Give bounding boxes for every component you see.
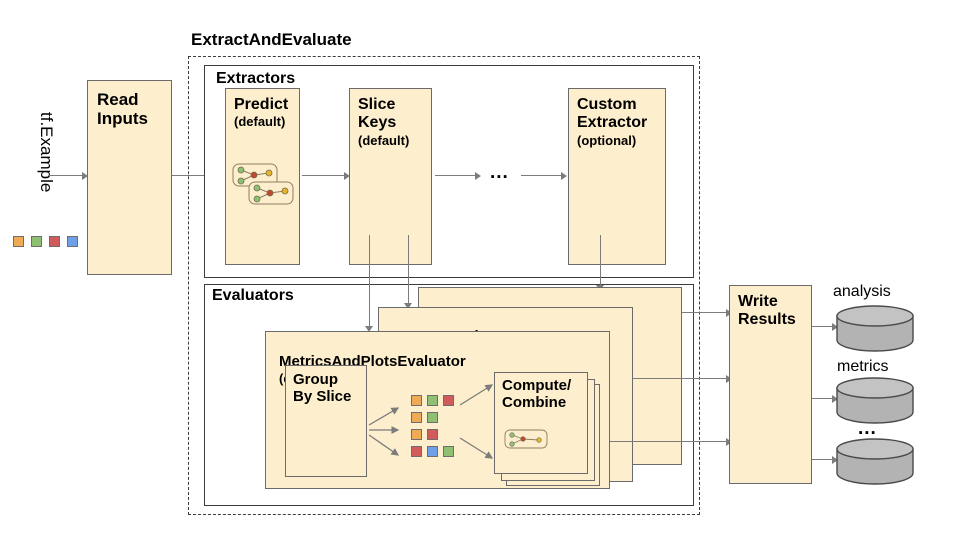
evaluator-metrics-box[interactable]: MetricsAndPlotsEvaluator (default) Group…: [265, 331, 610, 489]
slice-fanout-arrows: [367, 387, 407, 465]
connector-predict-to-slicekeys: [302, 175, 346, 177]
connector-metrics-to-write: [610, 441, 730, 443]
connector-ellipsis-to-custom-extractor: [521, 175, 563, 177]
output-metrics-label: metrics: [837, 358, 889, 375]
output-ellipsis-label: ...: [858, 418, 877, 439]
slice-cell: [411, 395, 422, 406]
input-square-orange: [13, 236, 24, 247]
connector-write-to-other: [812, 459, 836, 461]
arrowhead-slicekeys-down-metrics: [365, 326, 373, 332]
output-cylinder-metrics[interactable]: [835, 377, 915, 424]
connector-custom-to-write: [633, 378, 730, 380]
extractor-predict-box[interactable]: Predict (default): [225, 88, 300, 265]
connector-write-to-metrics: [812, 398, 836, 400]
arrowhead-ellipsis-to-custom-extractor: [561, 171, 567, 180]
arrowhead-write-to-metrics: [832, 394, 838, 403]
slice-cell: [427, 446, 438, 457]
slice-cell: [427, 395, 438, 406]
group-by-slice-label: Group By Slice: [293, 371, 352, 405]
connector-customextractor-down-analysis: [600, 235, 602, 287]
slice-cell: [427, 429, 438, 440]
extractor-custom-label: Custom Extractor: [577, 96, 648, 131]
arrowhead-slicekeys-down-custom: [404, 303, 412, 309]
slice-cell: [427, 412, 438, 423]
arrowhead-input-to-read: [82, 171, 88, 180]
connector-write-to-analysis: [812, 326, 836, 328]
extract-and-evaluate-title: ExtractAndEvaluate: [191, 30, 352, 49]
slice-cell: [411, 429, 422, 440]
slice-cell: [443, 446, 454, 457]
compute-combine-label: Compute/ Combine: [502, 377, 572, 411]
connector-input-to-read: [48, 175, 84, 177]
input-square-blue: [67, 236, 78, 247]
slice-to-compute-arrows: [458, 380, 502, 466]
group-by-slice-box[interactable]: Group By Slice: [285, 365, 367, 477]
connector-slicekeys-down-metrics: [369, 235, 371, 328]
extractor-predict-label: Predict: [234, 96, 289, 113]
output-cylinder-other[interactable]: [835, 438, 915, 485]
extractor-custom-qualifier: (optional): [577, 133, 637, 148]
output-analysis-label: analysis: [833, 283, 891, 300]
read-inputs-box[interactable]: Read Inputs: [87, 80, 172, 275]
extractor-slice-keys-box[interactable]: Slice Keys (default): [349, 88, 432, 265]
input-square-green: [31, 236, 42, 247]
extractor-slice-keys-qualifier: (default): [358, 133, 410, 148]
write-results-label: Write Results: [738, 293, 796, 328]
input-label: tf.Example: [37, 112, 56, 193]
extractor-custom-box[interactable]: Custom Extractor (optional): [568, 88, 666, 265]
extractor-slice-keys-label: Slice Keys: [358, 96, 397, 131]
write-results-box[interactable]: Write Results: [729, 285, 812, 484]
extractor-predict-qualifier: (default): [234, 114, 286, 129]
input-square-red: [49, 236, 60, 247]
extractors-label: Extractors: [216, 70, 296, 87]
model-graph-icon: [230, 161, 300, 213]
arrowhead-write-to-analysis: [832, 322, 838, 331]
slice-cell: [411, 446, 422, 457]
extract-and-evaluate-group: [188, 56, 700, 515]
connector-analysis-to-write: [682, 312, 730, 314]
connector-slicekeys-to-ellipsis: [435, 175, 477, 177]
connector-slicekeys-down-custom: [408, 235, 410, 305]
compute-graph-icon: [503, 427, 553, 451]
compute-combine-box[interactable]: Compute/ Combine: [494, 372, 588, 474]
arrowhead-predict-to-slicekeys: [344, 171, 350, 180]
extractors-ellipsis: ...: [490, 162, 509, 183]
slice-cell: [443, 395, 454, 406]
output-cylinder-analysis[interactable]: [835, 305, 915, 352]
connector-read-to-extract: [172, 175, 208, 177]
arrowhead-slicekeys-to-ellipsis: [475, 171, 481, 180]
arrowhead-write-to-other: [832, 455, 838, 464]
evaluators-label: Evaluators: [212, 287, 294, 304]
slice-cell: [411, 412, 422, 423]
read-inputs-label: Read Inputs: [97, 90, 148, 129]
